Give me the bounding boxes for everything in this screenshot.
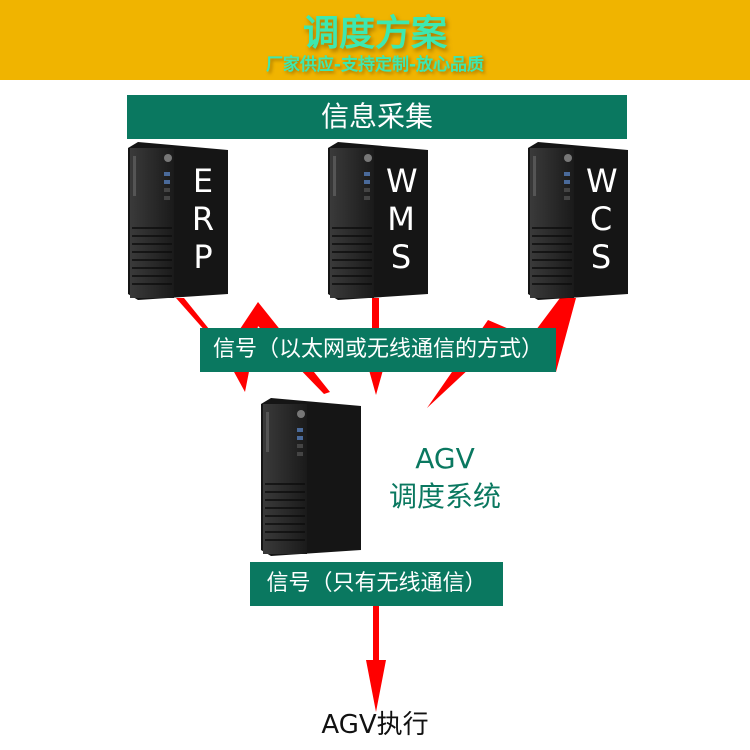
- page-title: 调度方案: [302, 13, 447, 54]
- tower-letter: S: [390, 238, 412, 276]
- agv-label-line1: AGV: [415, 442, 475, 475]
- agv-dispatch-label: AGV 调度系统: [380, 440, 510, 516]
- tower-letter: W: [586, 162, 618, 200]
- arrow-bottom: [366, 606, 386, 712]
- erp-server-tower: E R P: [128, 142, 228, 300]
- agv-label-line2: 调度系统: [388, 480, 501, 513]
- agv-execute-label: AGV执行: [321, 710, 429, 740]
- signal-ethernet-wireless-box: 信号（以太网或无线通信的方式）: [200, 328, 556, 372]
- tower-letter: S: [590, 238, 612, 276]
- server-icon: [261, 398, 361, 556]
- page-subtitle: 厂家供应-支持定制-放心品质: [265, 55, 485, 75]
- tower-letter: M: [387, 200, 415, 238]
- tower-letter: R: [191, 200, 215, 238]
- tower-letter: C: [589, 200, 613, 238]
- wms-server-tower: W M S: [328, 142, 428, 300]
- wcs-server-tower: W C S: [528, 142, 628, 300]
- info-collection-bar: 信息采集: [127, 95, 627, 139]
- signal-wireless-only-box: 信号（只有无线通信）: [250, 562, 503, 606]
- header-banner: 调度方案 厂家供应-支持定制-放心品质: [0, 0, 750, 80]
- tower-letter: E: [192, 162, 214, 200]
- agv-dispatch-server-tower: [261, 398, 361, 556]
- tower-letter: W: [386, 162, 418, 200]
- tower-letter: P: [193, 238, 213, 276]
